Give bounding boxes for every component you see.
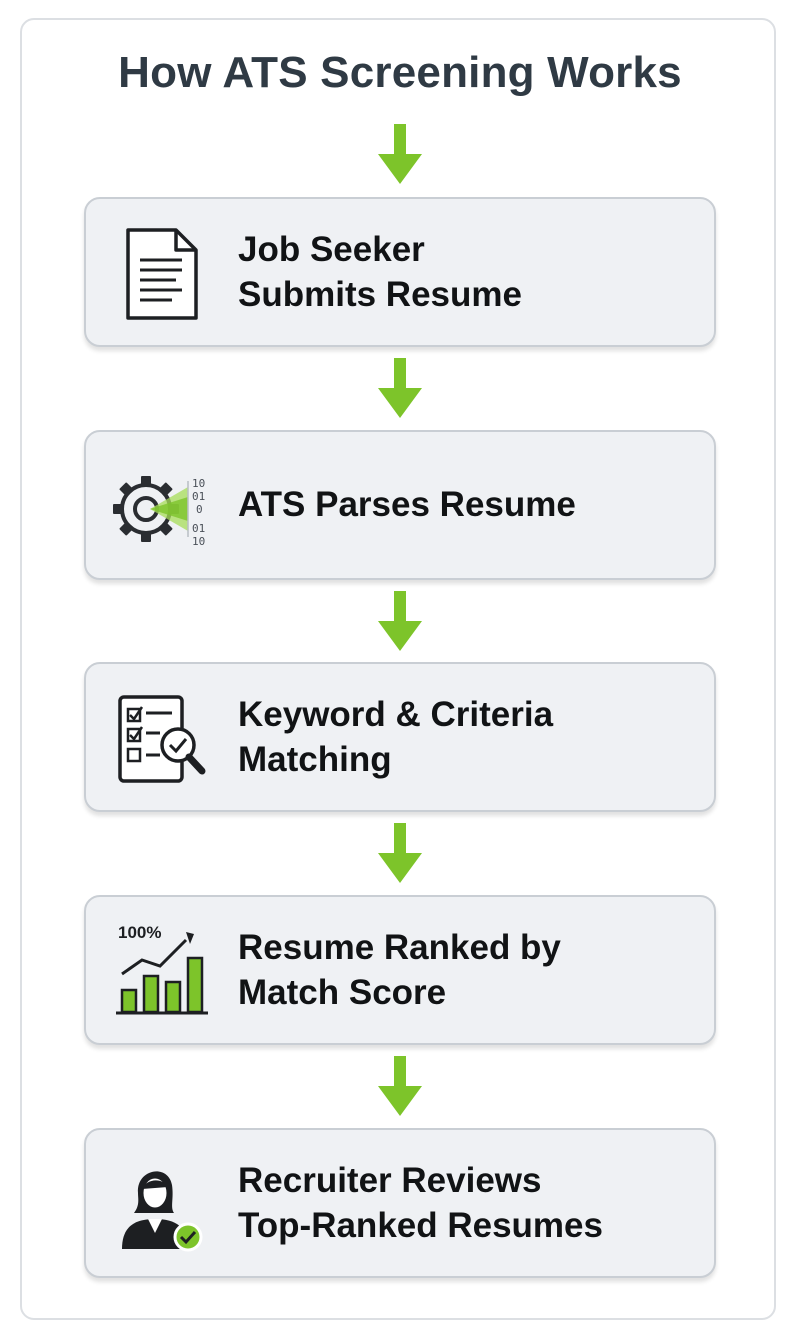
down-arrow-icon <box>378 591 422 651</box>
bar-chart-icon: 100% <box>116 923 208 1015</box>
binary-digit: 10 <box>192 535 205 548</box>
diagram-title: How ATS Screening Works <box>118 48 682 97</box>
binary-digit: 0 <box>196 503 203 516</box>
binary-digit: 01 <box>192 490 205 503</box>
step-ranked: 100% Resume Ranked by Match Score <box>84 895 716 1045</box>
gear-parse-icon: 10 01 0 0 01 10 <box>113 476 205 548</box>
step-label: Resume Ranked by Match Score <box>238 927 561 1013</box>
binary-digit: 10 <box>192 477 205 490</box>
down-arrow-icon <box>378 823 422 883</box>
document-icon <box>126 228 198 320</box>
recruiter-check-icon <box>122 1171 203 1252</box>
down-arrow-icon <box>378 124 422 184</box>
step-label: ATS Parses Resume <box>238 485 576 525</box>
step-parse-resume: 10 01 0 0 01 10 ATS Parses Resume <box>84 430 716 580</box>
binary-digit: 01 <box>192 522 205 535</box>
down-arrow-icon <box>378 358 422 418</box>
percent-label: 100% <box>118 923 161 942</box>
step-submit-resume: Job Seeker Submits Resume <box>84 197 716 347</box>
step-label: Keyword & Criteria Matching <box>238 694 554 780</box>
checklist-search-icon <box>118 695 206 783</box>
down-arrow-icon <box>378 1056 422 1116</box>
step-label: Recruiter Reviews Top-Ranked Resumes <box>238 1160 603 1246</box>
step-keyword-matching: Keyword & Criteria Matching <box>84 662 716 812</box>
step-label: Job Seeker Submits Resume <box>238 229 522 315</box>
step-recruiter-review: Recruiter Reviews Top-Ranked Resumes <box>84 1128 716 1278</box>
